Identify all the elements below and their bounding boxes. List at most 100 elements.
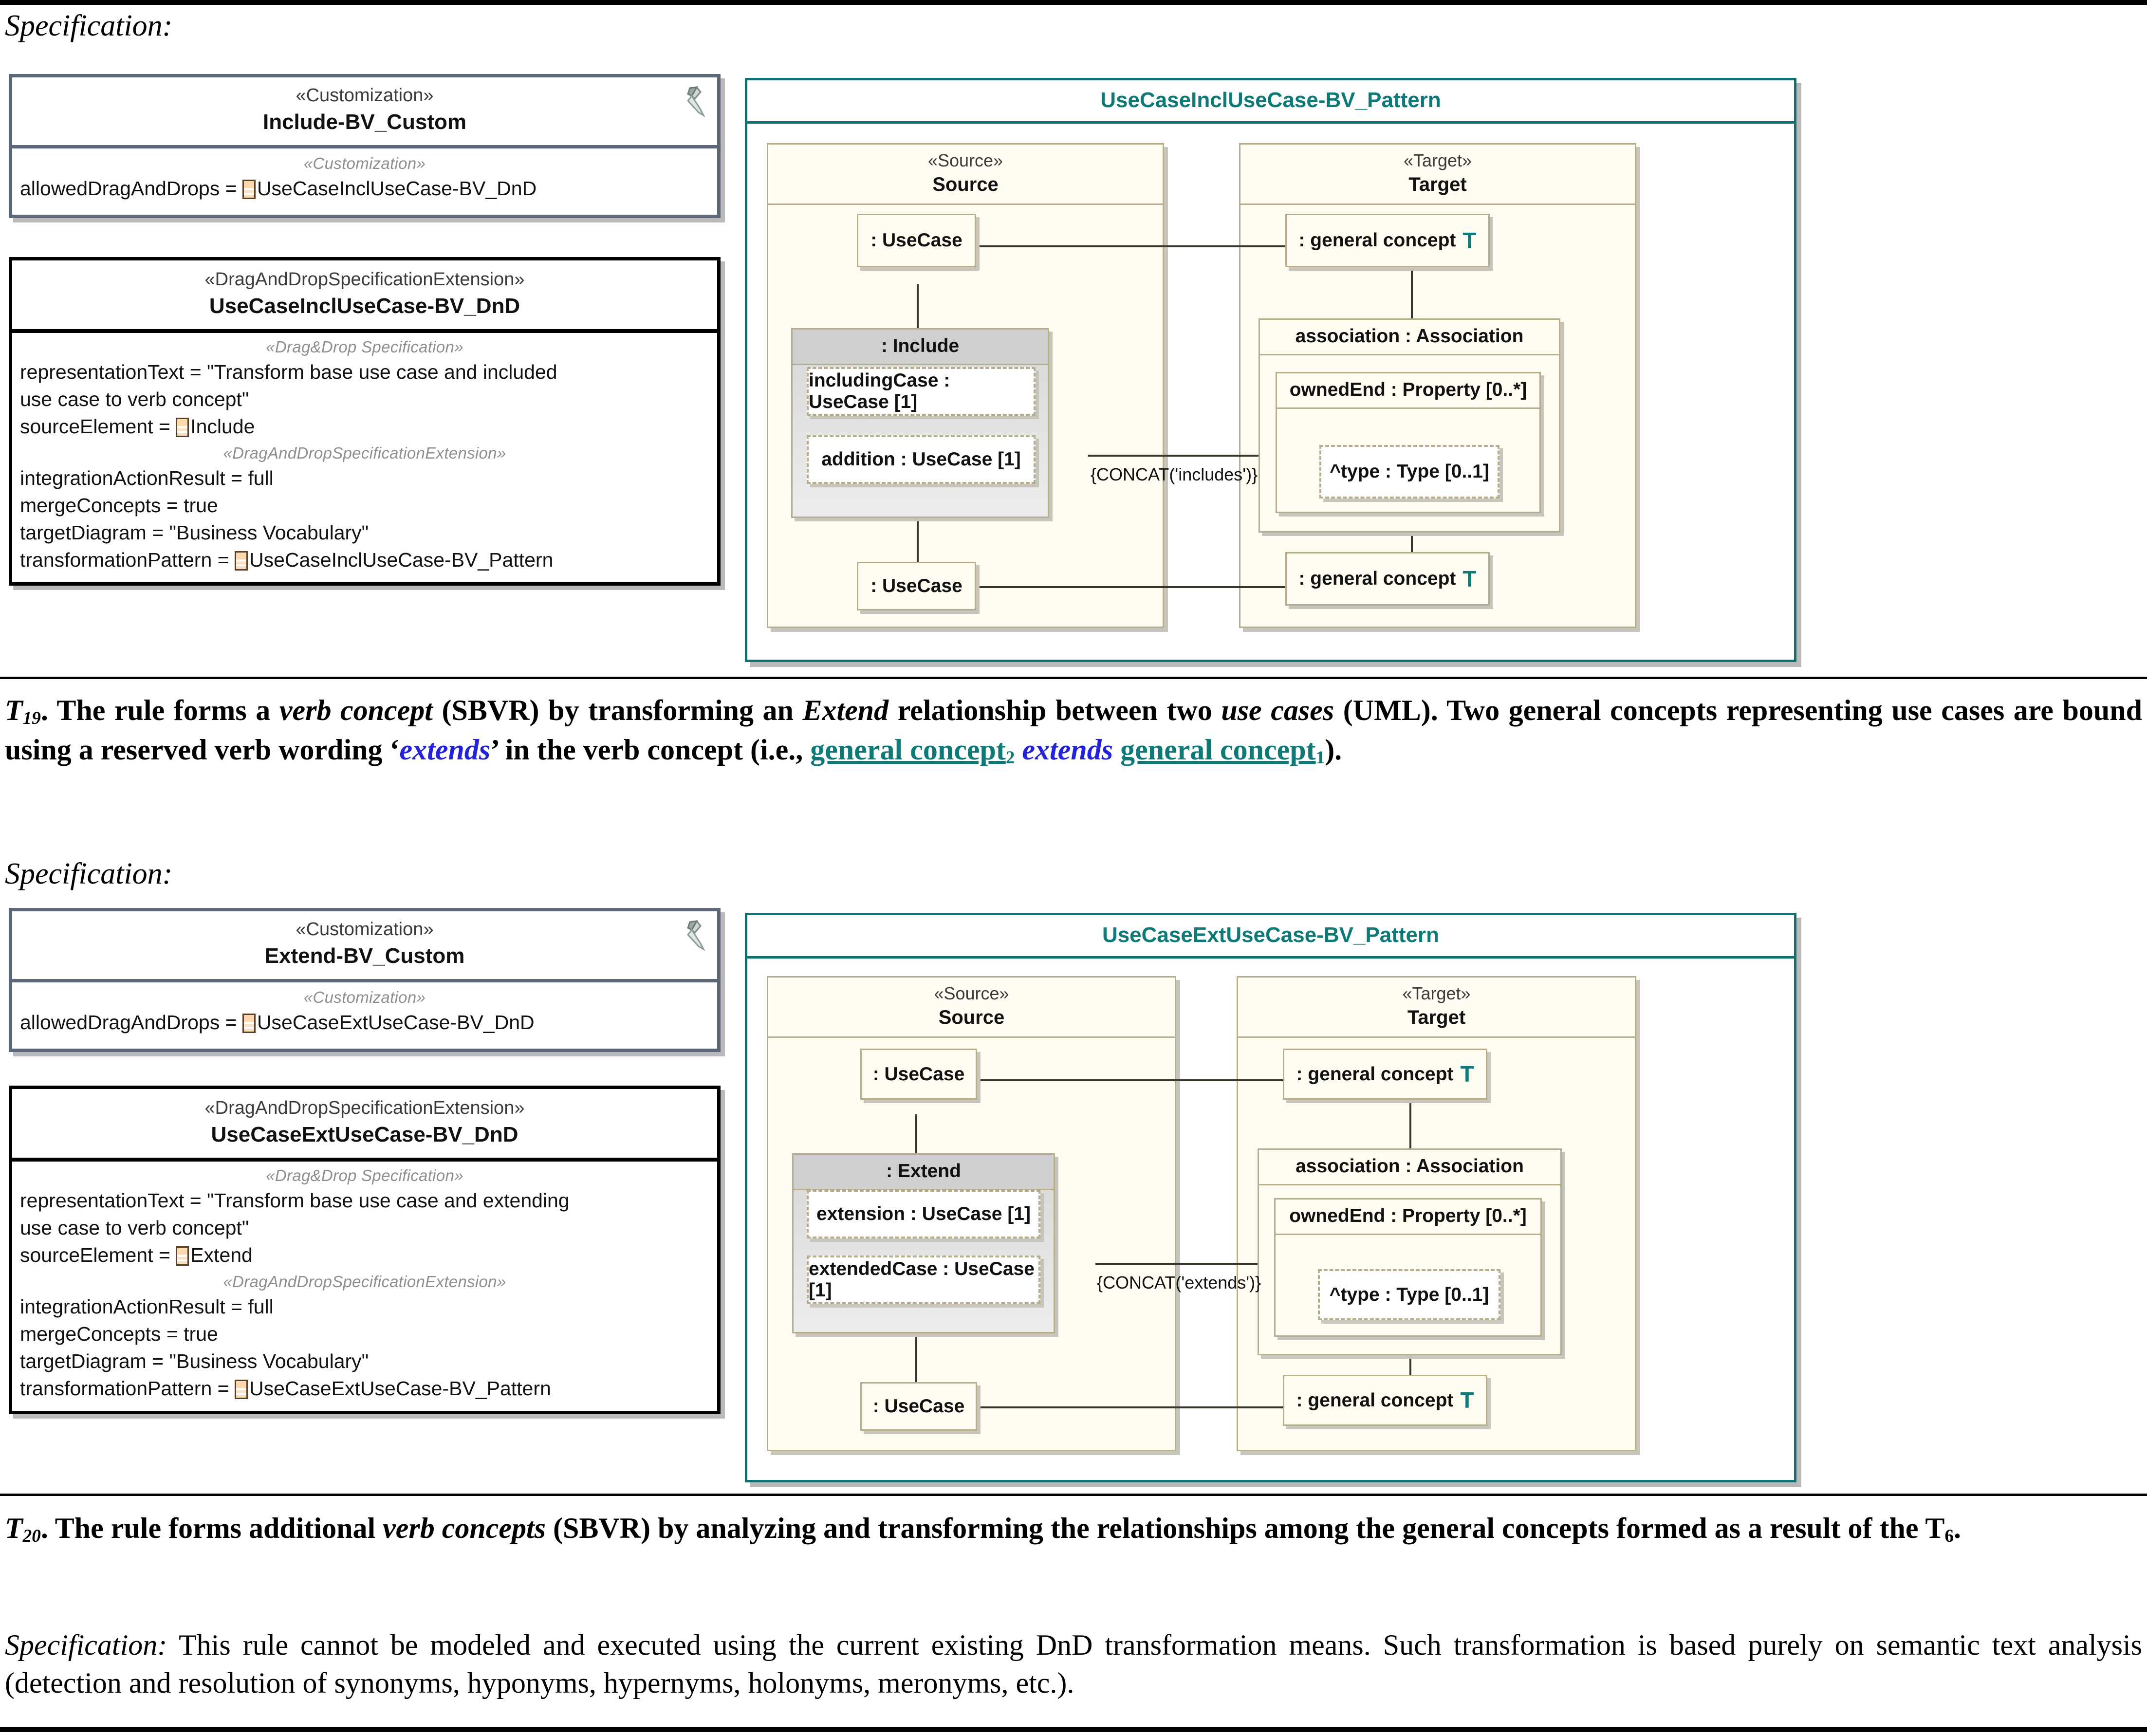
source-element-table-icon xyxy=(176,418,189,438)
target-diagram-2: targetDiagram = "Business Vocabulary" xyxy=(20,1350,369,1373)
connector-type-gc-bottom-2 xyxy=(1409,1336,1411,1406)
node-type-2: ^type : Type [0..1] xyxy=(1318,1269,1500,1320)
source-stereotype: «Source» xyxy=(927,150,1003,170)
paragraph-t20-specification: Specification: This rule cannot be model… xyxy=(5,1626,2142,1702)
allowed-dnd-attribute: allowedDragAndDrops = UseCaseInclUseCase… xyxy=(12,175,717,202)
t20-i1: verb concepts xyxy=(383,1512,546,1544)
connector-extend-owned-2 xyxy=(1095,1263,1378,1265)
customization-body-stereotype: «Customization» xyxy=(303,154,426,172)
node-extend-header: : Extend xyxy=(794,1155,1054,1190)
transformation-pattern-label-2: transformationPattern = xyxy=(20,1377,235,1400)
divider-after-section1 xyxy=(0,677,2147,679)
representation-text-line2: use case to verb concept" xyxy=(20,388,249,411)
sbvr-t-icon-bottom: T xyxy=(1460,1387,1474,1413)
node-owned-end-header: ownedEnd : Property [0..*] xyxy=(1277,373,1539,409)
t20-id: T xyxy=(5,1512,23,1544)
divider-after-section2 xyxy=(0,1494,2147,1496)
t20-spec-text: This rule cannot be modeled and executed… xyxy=(5,1629,2142,1699)
t19-s6: ). xyxy=(1325,733,1342,766)
sbvr-t-icon: T xyxy=(1460,1061,1474,1087)
dnd-spec-box-extend: «DragAndDropSpecificationExtension» UseC… xyxy=(9,1086,721,1415)
t19-id-sub: 19 xyxy=(22,708,41,729)
source-name: Source xyxy=(932,174,999,195)
pattern-title-2: UseCaseExtUseCase-BV_Pattern xyxy=(747,915,1794,959)
transformation-pattern-attribute-2: transformationPattern = UseCaseExtUseCas… xyxy=(12,1375,717,1402)
wrench-icon xyxy=(687,920,705,951)
dnd-group2-stereotype-2: «DragAndDropSpecificationExtension» xyxy=(223,1273,506,1291)
allowed-dnd-label-2: allowedDragAndDrops = xyxy=(20,1011,242,1034)
customization-box-extend: «Customization» Extend-BV_Custom «Custom… xyxy=(9,908,721,1053)
source-frame-header: «Source» Source xyxy=(768,145,1163,205)
t19-s4: (UML). Two general concepts representing… xyxy=(5,694,2142,766)
representation-text-line1-2: representationText = "Transform base use… xyxy=(20,1189,570,1212)
paragraph-t19: T19. The rule forms a verb concept (SBVR… xyxy=(5,691,2142,770)
connector-include-owned xyxy=(1088,455,1375,457)
t19-link2-text: general concept xyxy=(1120,733,1316,766)
gc-top-label: : general concept xyxy=(1298,230,1456,251)
node-extended-case: extendedCase : UseCase [1] xyxy=(807,1256,1040,1304)
gc-bottom-label: : general concept xyxy=(1298,568,1456,589)
pattern-diagram-include: UseCaseInclUseCase-BV_Pattern «Source» S… xyxy=(745,78,1796,662)
allowed-dnd-label: allowedDragAndDrops = xyxy=(20,177,242,200)
node-extend: : Extend xyxy=(792,1153,1055,1333)
t19-id: T xyxy=(5,694,23,726)
target-stereotype: «Target» xyxy=(1403,150,1472,170)
dnd-body: «Drag&Drop Specification» representation… xyxy=(12,333,717,582)
t19-s5: ’ in the verb concept (i.e., xyxy=(490,733,811,766)
dnd-group1-stereotype-2: «Drag&Drop Specification» xyxy=(266,1166,463,1184)
customization-name: Include-BV_Custom xyxy=(262,110,467,134)
dnd-header-2: «DragAndDropSpecificationExtension» UseC… xyxy=(12,1089,717,1162)
dnd-name: UseCaseInclUseCase-BV_DnD xyxy=(209,294,520,318)
node-include: : Include xyxy=(791,328,1049,518)
allowed-dnd-value: UseCaseInclUseCase-BV_DnD xyxy=(257,177,537,200)
dnd-table-icon xyxy=(242,180,256,199)
customization-header-2: «Customization» Extend-BV_Custom xyxy=(12,911,717,982)
merge-concepts-2: mergeConcepts = true xyxy=(20,1323,218,1346)
integration-action-result: integrationActionResult = full xyxy=(20,467,274,490)
spec-label-1: Specification: xyxy=(5,9,173,42)
gc-top-label-2: : general concept xyxy=(1296,1063,1454,1085)
pattern-canvas: «Source» Source «Target» Target : UseCas… xyxy=(747,124,1794,654)
transformation-pattern-value: UseCaseInclUseCase-BV_Pattern xyxy=(249,549,554,572)
transformation-pattern-label: transformationPattern = xyxy=(20,549,235,572)
connector-addition-usecase xyxy=(917,508,919,586)
connector-usecase-gc-top xyxy=(966,245,1285,247)
node-general-concept-bottom: : general concept T xyxy=(1285,552,1490,606)
connector-usecase-bottom-gc-bottom xyxy=(966,586,1288,588)
node-general-concept-top-2: : general concept T xyxy=(1283,1049,1487,1100)
connector-usecase-gc-top-2 xyxy=(971,1079,1283,1081)
node-including-case: includingCase : UseCase [1] xyxy=(807,367,1036,416)
customization-name-2: Extend-BV_Custom xyxy=(264,944,465,968)
dnd-group1-stereotype: «Drag&Drop Specification» xyxy=(266,338,463,356)
t19-link-general-concept-2: general concept2 xyxy=(810,734,1015,768)
target-stereotype-2: «Target» xyxy=(1402,983,1471,1003)
t20-s2-sub: 6 xyxy=(1944,1526,1954,1547)
source-element-attribute: sourceElement = Include xyxy=(12,413,717,440)
customization-box-include: «Customization» Include-BV_Custom «Custo… xyxy=(9,74,721,219)
sbvr-t-icon-bottom: T xyxy=(1462,566,1477,591)
t20-spec-label: Specification: xyxy=(5,1629,167,1661)
source-stereotype-2: «Source» xyxy=(934,983,1009,1003)
transformation-pattern-value-2: UseCaseExtUseCase-BV_Pattern xyxy=(249,1377,551,1400)
node-usecase-top-2: : UseCase xyxy=(860,1049,977,1100)
gc-bottom-label-2: : general concept xyxy=(1296,1389,1454,1411)
sbvr-t-icon: T xyxy=(1462,227,1477,253)
dnd-spec-box-include: «DragAndDropSpecificationExtension» UseC… xyxy=(9,257,721,586)
representation-text-line1: representationText = "Transform base use… xyxy=(20,361,557,383)
allowed-dnd-value-2: UseCaseExtUseCase-BV_DnD xyxy=(257,1011,535,1034)
node-usecase-top: : UseCase xyxy=(857,214,976,267)
dnd-group2-stereotype: «DragAndDropSpecificationExtension» xyxy=(223,444,506,462)
concat-label-2: {CONCAT('extends')} xyxy=(1097,1273,1261,1293)
t20-id-sub: 20 xyxy=(22,1526,41,1547)
node-association-header: association : Association xyxy=(1260,320,1559,355)
node-usecase-bottom-2: : UseCase xyxy=(860,1382,977,1431)
source-element-label: sourceElement = xyxy=(20,415,176,438)
node-extension: extension : UseCase [1] xyxy=(807,1190,1040,1238)
pattern-canvas-2: «Source» Source «Target» Target : UseCas… xyxy=(747,959,1794,1475)
dnd-stereotype-2: «DragAndDropSpecificationExtension» xyxy=(204,1098,525,1118)
node-association-header-2: association : Association xyxy=(1259,1150,1560,1185)
source-name-2: Source xyxy=(938,1007,1005,1028)
t20-s1: . The rule forms additional xyxy=(40,1512,383,1544)
integration-action-result-2: integrationActionResult = full xyxy=(20,1295,274,1318)
t19-i2: Extend xyxy=(802,694,889,726)
